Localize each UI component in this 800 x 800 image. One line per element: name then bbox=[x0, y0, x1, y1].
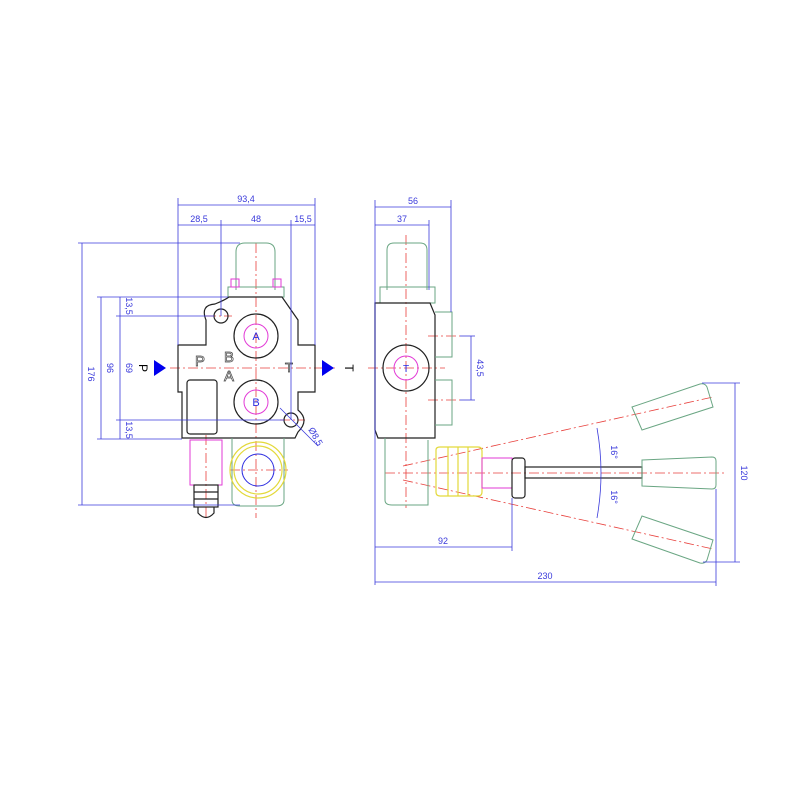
dim-side-port-spacing: 43,5 bbox=[475, 359, 485, 377]
outlet-arrow-icon bbox=[322, 360, 334, 376]
dim-lever-pivot: 92 bbox=[438, 536, 448, 546]
angle-arc bbox=[596, 427, 602, 519]
dim-overall-width: 93,4 bbox=[237, 194, 255, 204]
side-port-bump-top bbox=[435, 311, 453, 358]
dim-angle-up: 16° bbox=[609, 445, 619, 459]
rubber-boot bbox=[435, 446, 483, 497]
dim-handle-travel: 120 bbox=[739, 465, 749, 480]
lever-nut bbox=[511, 457, 526, 499]
handle-up bbox=[631, 383, 714, 431]
side-view: T 56 37 43,5 92 bbox=[368, 196, 749, 586]
dim-overall-length: 230 bbox=[537, 571, 552, 581]
bottom-stem bbox=[189, 439, 223, 519]
body-mark-t: T bbox=[285, 360, 293, 375]
dim-spool-offset: 37 bbox=[397, 214, 407, 224]
dim-right-offset: 15,5 bbox=[294, 214, 312, 224]
body-mark-b: B bbox=[224, 349, 234, 366]
port-b-boss bbox=[233, 379, 279, 425]
t-port-boss bbox=[382, 344, 430, 392]
dim-top-margin: 13,5 bbox=[124, 297, 134, 315]
port-a-label: A bbox=[252, 331, 260, 343]
body-pocket bbox=[186, 379, 218, 435]
port-b bbox=[243, 389, 269, 415]
dim-left-offset: 28,5 bbox=[190, 214, 208, 224]
dim-port-spacing: 48 bbox=[251, 214, 261, 224]
dim-hole-diameter: Ø8,5 bbox=[306, 426, 324, 448]
body-mark-p: P bbox=[195, 353, 205, 370]
port-a-boss bbox=[233, 313, 279, 359]
front-centerlines bbox=[170, 243, 335, 520]
dim-body-height: 96 bbox=[105, 363, 115, 373]
body-mark-a: A bbox=[224, 368, 234, 385]
side-port-bump-bottom bbox=[435, 379, 453, 426]
t-port bbox=[393, 355, 419, 381]
dim-bottom-margin: 13,5 bbox=[124, 421, 134, 439]
dim-angle-down: 16° bbox=[609, 490, 619, 504]
dim-side-width: 56 bbox=[408, 196, 418, 206]
handle-center bbox=[641, 456, 717, 490]
lever-rod bbox=[524, 466, 643, 479]
side-elbow bbox=[384, 438, 429, 506]
port-b-label: B bbox=[252, 397, 259, 409]
t-port-label: T bbox=[403, 364, 409, 375]
outlet-label: T bbox=[342, 364, 356, 372]
side-centerlines bbox=[368, 235, 725, 550]
bottom-port-fitting bbox=[229, 438, 287, 507]
inlet-arrow-icon bbox=[154, 360, 166, 376]
side-dimensions: 56 37 43,5 92 230 120 16° 16° bbox=[374, 196, 749, 586]
dim-hole-spacing: 69 bbox=[124, 363, 134, 373]
front-view: A B P B A T P T 93,4 bbox=[78, 194, 356, 520]
side-top-spool bbox=[379, 242, 436, 304]
port-a bbox=[243, 323, 269, 349]
dim-overall-height: 176 bbox=[86, 366, 96, 381]
inlet-label: P bbox=[136, 364, 150, 372]
front-dimensions: 93,4 28,5 48 15,5 176 96 69 13,5 13,5 Ø8… bbox=[78, 194, 325, 506]
